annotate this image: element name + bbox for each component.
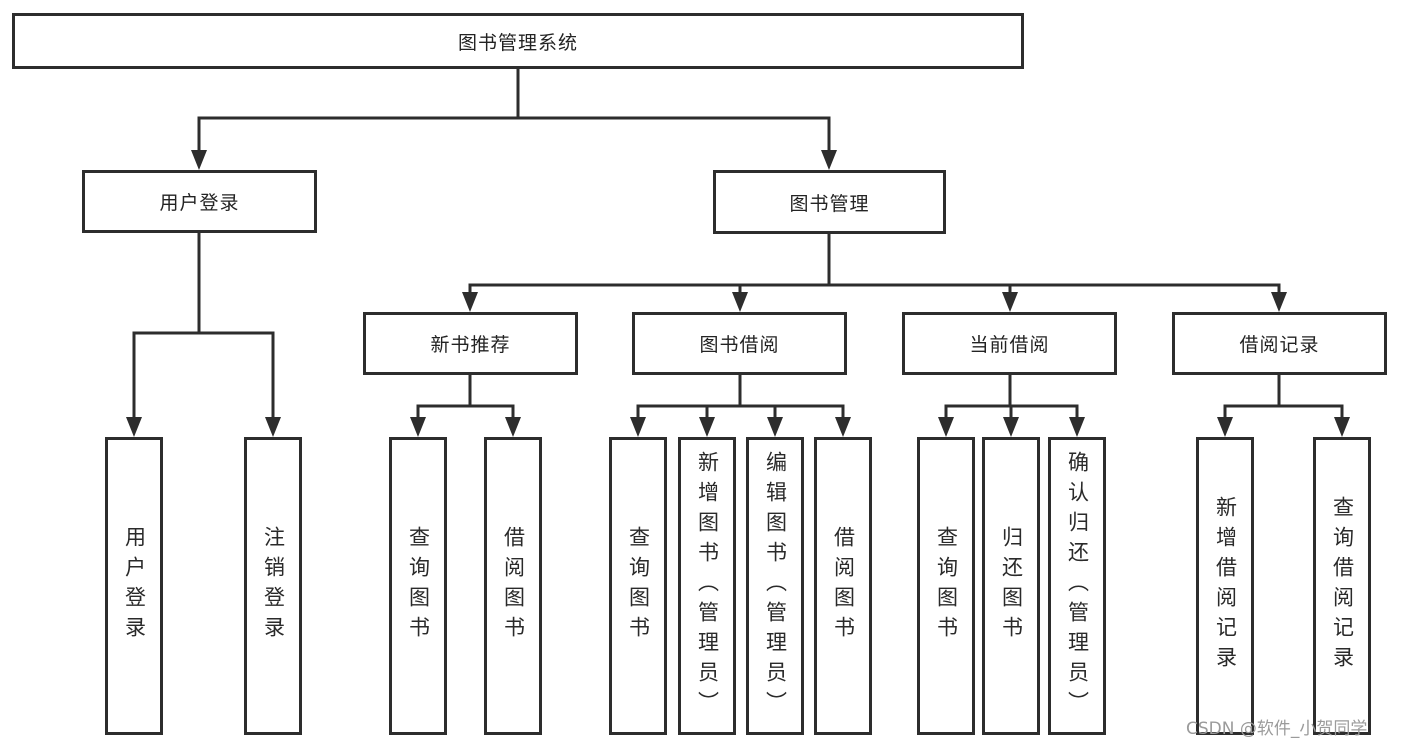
leaf-edit-book-admin-label: 编辑图书（管理员）: [763, 451, 788, 721]
leaf-user-login-label: 用户登录: [122, 526, 147, 646]
node-root-system-label: 图书管理系统: [457, 31, 578, 54]
node-root-system: 图书管理系统: [12, 13, 1024, 69]
leaf-add-book-admin: 新增图书（管理员）: [678, 437, 736, 735]
leaf-add-borrow-record-label: 新增借阅记录: [1213, 496, 1238, 676]
leaf-query-book-recommend: 查询图书: [389, 437, 447, 735]
leaf-confirm-return-admin: 确认归还（管理员）: [1048, 437, 1106, 735]
node-user-login-group: 用户登录: [82, 170, 317, 233]
leaf-borrow-book-recommend: 借阅图书: [484, 437, 542, 735]
leaf-logout-label: 注销登录: [261, 526, 286, 646]
node-book-borrow: 图书借阅: [632, 312, 847, 375]
watermark: CSDN @软件_小贺同学: [1186, 719, 1368, 739]
node-new-book-recommend: 新书推荐: [363, 312, 578, 375]
leaf-confirm-return-admin-label: 确认归还（管理员）: [1065, 451, 1090, 721]
node-borrow-records-label: 借阅记录: [1239, 334, 1320, 356]
leaf-return-book-label: 归还图书: [999, 526, 1024, 646]
leaf-query-book-borrow: 查询图书: [609, 437, 667, 735]
node-book-borrow-label: 图书借阅: [699, 334, 780, 356]
node-borrow-records: 借阅记录: [1172, 312, 1387, 375]
leaf-logout: 注销登录: [244, 437, 302, 735]
leaf-query-book-borrow-label: 查询图书: [626, 526, 651, 646]
leaf-add-borrow-record: 新增借阅记录: [1196, 437, 1254, 735]
node-book-management: 图书管理: [713, 170, 946, 234]
node-current-borrow-label: 当前借阅: [969, 334, 1050, 356]
leaf-query-borrow-record: 查询借阅记录: [1313, 437, 1371, 735]
leaf-borrow-book-borrow-label: 借阅图书: [831, 526, 856, 646]
leaf-query-borrow-record-label: 查询借阅记录: [1330, 496, 1355, 676]
leaf-user-login: 用户登录: [105, 437, 163, 735]
node-book-management-label: 图书管理: [789, 192, 870, 215]
leaf-return-book: 归还图书: [982, 437, 1040, 735]
leaf-query-book-current: 查询图书: [917, 437, 975, 735]
node-current-borrow: 当前借阅: [902, 312, 1117, 375]
leaf-query-book-current-label: 查询图书: [934, 526, 959, 646]
leaf-borrow-book-recommend-label: 借阅图书: [501, 526, 526, 646]
leaf-edit-book-admin: 编辑图书（管理员）: [746, 437, 804, 735]
leaf-query-book-recommend-label: 查询图书: [406, 526, 431, 646]
leaf-add-book-admin-label: 新增图书（管理员）: [695, 451, 720, 721]
leaf-borrow-book-borrow: 借阅图书: [814, 437, 872, 735]
node-new-book-recommend-label: 新书推荐: [430, 334, 511, 356]
node-user-login-group-label: 用户登录: [159, 192, 240, 214]
